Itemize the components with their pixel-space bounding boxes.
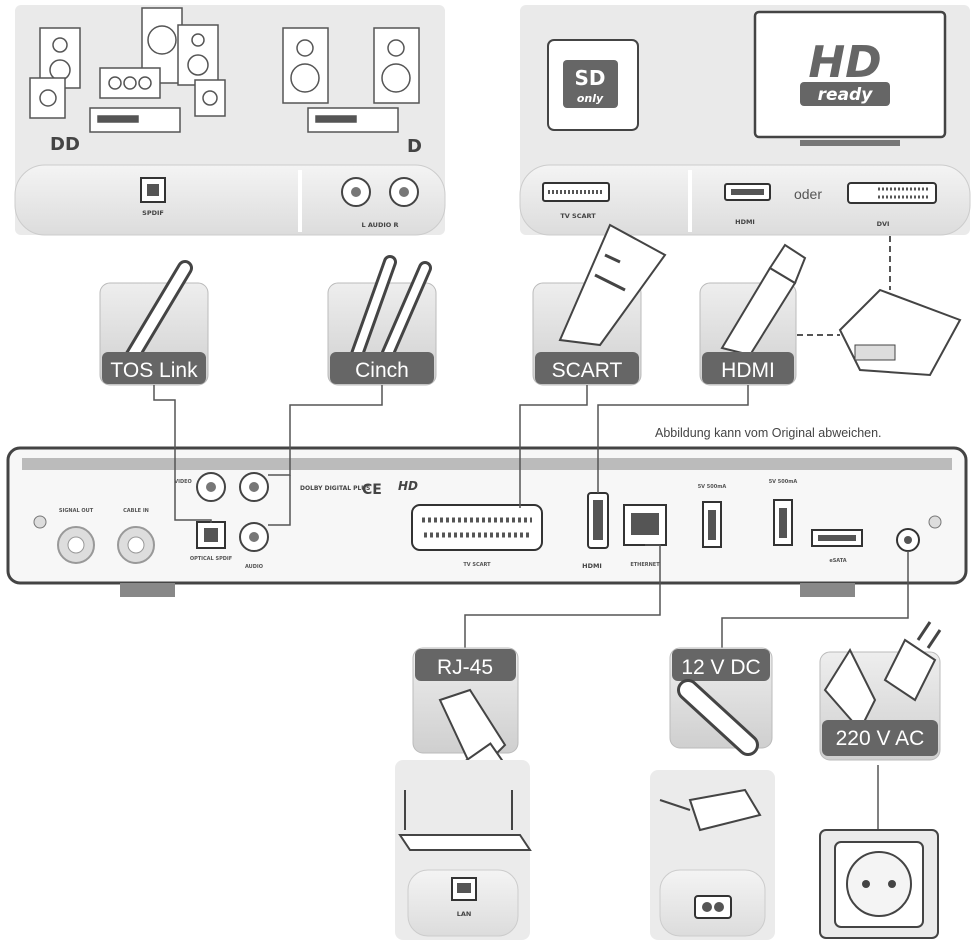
audio-label: AUDIO [245, 564, 263, 570]
scart-port-icon [411, 504, 543, 551]
rj45-label: RJ-45 [437, 656, 493, 679]
stereo-speakers-icon [282, 27, 420, 133]
cable-hdmi: HDMI [699, 243, 807, 386]
hd-ready-badge: ready [818, 85, 874, 105]
usb2-label: 5V 500mA [769, 479, 798, 485]
surround-speakers-icon [29, 7, 226, 133]
dvi-port-icon [847, 182, 937, 204]
usb1-label: 5V 500mA [698, 484, 727, 490]
esata-label: eSATA [829, 558, 846, 564]
hd-mark: HD [398, 479, 418, 493]
ethernet-label: ETHERNET [630, 562, 660, 568]
hd-badge: HD [808, 37, 881, 88]
ac220-label: 220 V AC [836, 727, 925, 750]
power-adapter-icon [688, 788, 762, 832]
tv-hdmi-label: HDMI [735, 218, 755, 226]
scart-port-label: TV SCART [463, 562, 491, 568]
cable-scart: SCART [532, 223, 667, 386]
dc12-label: 12 V DC [681, 656, 760, 679]
ce-mark: CE [362, 482, 382, 498]
hdmi-label: HDMI [721, 359, 775, 382]
connection-lines [153, 385, 909, 830]
sd-only-badge: only [577, 92, 604, 105]
dvi-adapter-icon [797, 236, 962, 377]
dvi-label: DVI [877, 220, 890, 228]
optical-label: OPTICAL SPDIF [190, 556, 232, 562]
sat-in-label: CABLE IN [123, 508, 149, 514]
router-icon [398, 834, 532, 851]
dolby-plus-logo: DOLBY DIGITAL PLUS [300, 485, 370, 492]
audio-system-panel: DD D SPDIF L AUDIO R [14, 5, 446, 236]
spdif-label: SPDIF [142, 209, 164, 217]
disclaimer-note: Abbildung kann vom Original abweichen. [655, 426, 882, 440]
audio-lr-label: L AUDIO R [361, 221, 398, 229]
cable-220vac: 220 V AC [819, 621, 942, 761]
sd-badge: SD [574, 66, 605, 90]
dolby-digital-logo: DD [50, 134, 80, 155]
tv-panel: SD only HD ready TV SCART HDMI oder DVI [519, 5, 971, 236]
cable-toslink: TOS Link [99, 260, 209, 386]
sat-out-label: SIGNAL OUT [59, 508, 94, 514]
power-adapter-device [650, 770, 775, 940]
hd-tv-icon [753, 10, 947, 139]
router-device: LAN [395, 760, 532, 940]
oder-label: oder [794, 186, 822, 202]
scart-label: SCART [552, 359, 623, 382]
lan-label: LAN [457, 910, 472, 918]
cable-12vdc: 12 V DC [669, 647, 773, 756]
wall-socket-device [819, 829, 939, 939]
toslink-label: TOS Link [110, 359, 198, 382]
iec-c8-port-icon [694, 895, 732, 919]
receiver-back-panel: SIGNAL OUT CABLE IN VIDEO AUDIO OPTICAL … [6, 446, 968, 597]
hdmi-port-label: HDMI [582, 562, 602, 570]
tv-scart-label: TV SCART [560, 212, 596, 220]
video-label: VIDEO [174, 479, 192, 485]
cable-cinch: Cinch [327, 255, 437, 386]
stereo-logo: D [407, 136, 422, 157]
cinch-label: Cinch [355, 359, 409, 382]
